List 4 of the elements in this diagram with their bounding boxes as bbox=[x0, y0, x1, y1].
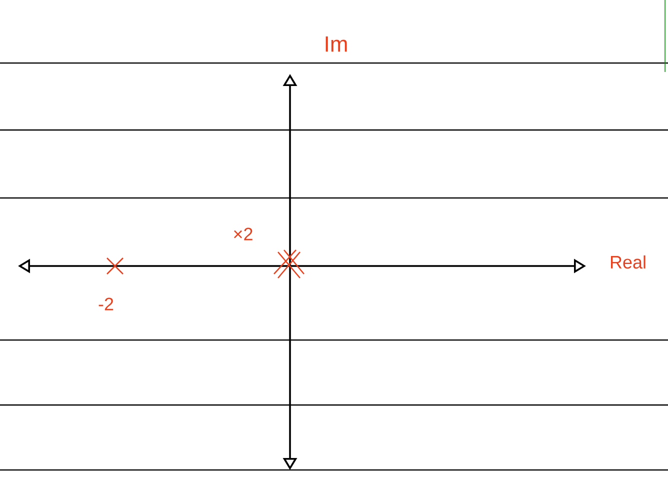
axis-label: Real bbox=[610, 255, 646, 269]
axis-label: -2 bbox=[98, 298, 114, 310]
axis-label: Im bbox=[326, 36, 347, 52]
axis-label: ×2 bbox=[234, 228, 252, 240]
